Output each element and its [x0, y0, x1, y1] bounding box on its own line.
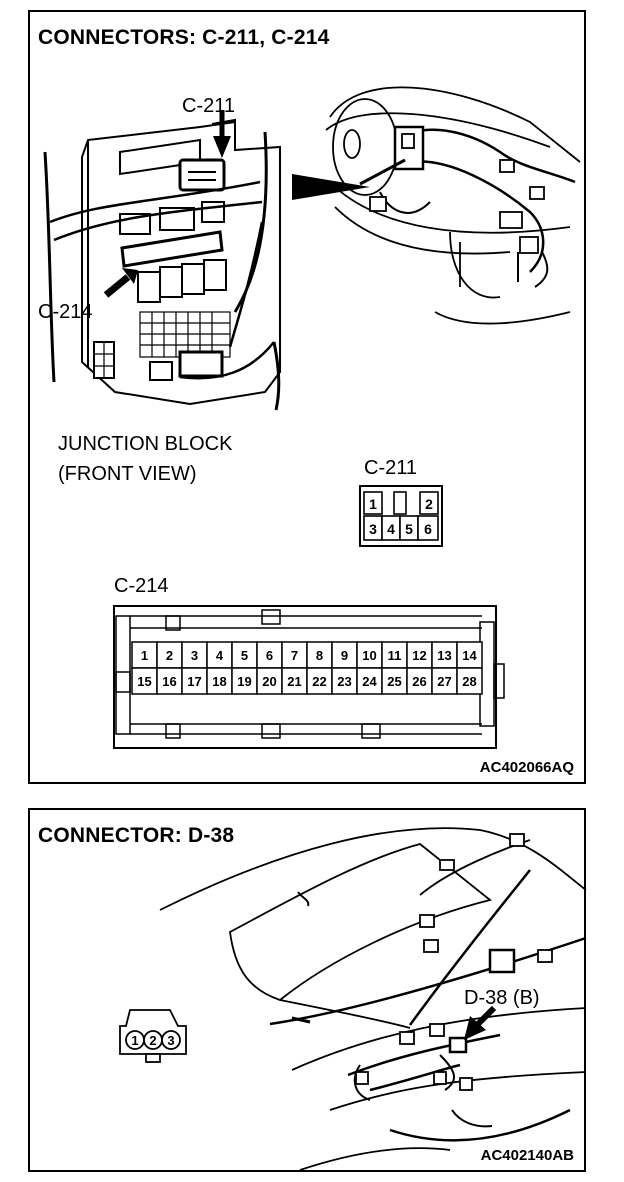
c214-pin-17: 17 — [187, 674, 201, 689]
junction-block-label: JUNCTION BLOCK — [58, 433, 233, 455]
c214-pin-cell — [381, 641, 408, 669]
c214-pin-25: 25 — [387, 674, 401, 689]
c214-pin-cell — [431, 667, 458, 695]
c214-pin-22: 22 — [312, 674, 326, 689]
callout-c211: C-211 — [182, 95, 235, 117]
c214-pin-2: 2 — [166, 648, 173, 663]
c211-pin-5: 5 — [405, 521, 413, 537]
c211-pin-1: 1 — [369, 496, 377, 512]
c214-pin-27: 27 — [437, 674, 451, 689]
c214-pin-11: 11 — [388, 648, 402, 663]
panel-title: CONNECTORS: C-211, C-214 — [38, 26, 330, 49]
c214-pin-3: 3 — [191, 648, 198, 663]
c214-pin-28: 28 — [462, 674, 476, 689]
c214-pin-23: 23 — [337, 674, 351, 689]
c214-pin-cell — [406, 667, 433, 695]
c214-pin-12: 12 — [412, 648, 426, 663]
c214-pin-cell — [381, 667, 408, 695]
front-view-label: (FRONT VIEW) — [58, 463, 197, 485]
c211-pin-2: 2 — [425, 496, 433, 512]
c214-pin-cell — [456, 667, 483, 695]
c214-pin-cell — [256, 641, 283, 669]
c211-label: C-211 — [364, 457, 417, 479]
c214-pin-18: 18 — [212, 674, 226, 689]
d38-pin-2: 2 — [149, 1033, 156, 1048]
c214-pin-cell — [206, 641, 233, 669]
c214-pin-10: 10 — [362, 648, 376, 663]
callout-c214: C-214 — [38, 301, 93, 323]
figure-code: AC402066AQ — [479, 759, 574, 776]
connectors-c211-c214-panel: CONNECTORS: C-211, C-214 — [28, 10, 586, 784]
d38-pin-1: 1 — [131, 1033, 138, 1048]
c214-pin-21: 21 — [287, 674, 301, 689]
c214-pin-cell — [206, 667, 233, 695]
c214-pin-cell — [331, 641, 358, 669]
d38-pin-3: 3 — [167, 1033, 174, 1048]
c214-pin-14: 14 — [462, 648, 477, 663]
c211-pin-4: 4 — [387, 521, 395, 537]
c214-pin-19: 19 — [237, 674, 251, 689]
c214-pin-8: 8 — [316, 648, 323, 663]
c214-label: C-214 — [114, 575, 169, 597]
panel-title: CONNECTOR: D-38 — [38, 824, 235, 847]
c214-pin-7: 7 — [291, 648, 298, 663]
c211-connector-face: 1 2 3 4 5 6 — [359, 485, 443, 547]
c214-pin-20: 20 — [262, 674, 276, 689]
c214-pin-cell — [156, 667, 183, 695]
c214-pin-1: 1 — [141, 648, 148, 663]
c214-pin-cell — [306, 667, 333, 695]
c214-pin-5: 5 — [241, 648, 248, 663]
c214-pin-24: 24 — [362, 674, 377, 689]
junction-block-illustration — [43, 86, 581, 411]
c214-pin-grid — [131, 641, 483, 695]
c214-pin-13: 13 — [437, 648, 451, 663]
c211-pin-6: 6 — [424, 521, 432, 537]
c214-pin-6: 6 — [266, 648, 273, 663]
c214-pin-16: 16 — [162, 674, 176, 689]
c214-pin-cell — [181, 667, 208, 695]
c214-pin-26: 26 — [412, 674, 426, 689]
c214-pin-cell — [456, 641, 483, 669]
c214-pin-9: 9 — [341, 648, 348, 663]
c214-pin-cell — [156, 641, 183, 669]
figure-code: AC402140AB — [480, 1147, 574, 1164]
connector-d38-panel: CONNECTOR: D-38 — [28, 808, 587, 1172]
vehicle-rear-illustration: 1 2 3 — [119, 827, 587, 1171]
c214-pin-15: 15 — [137, 674, 151, 689]
callout-d38: D-38 (B) — [464, 987, 540, 1009]
c214-pin-4: 4 — [216, 648, 224, 663]
c211-pin-3: 3 — [369, 521, 377, 537]
